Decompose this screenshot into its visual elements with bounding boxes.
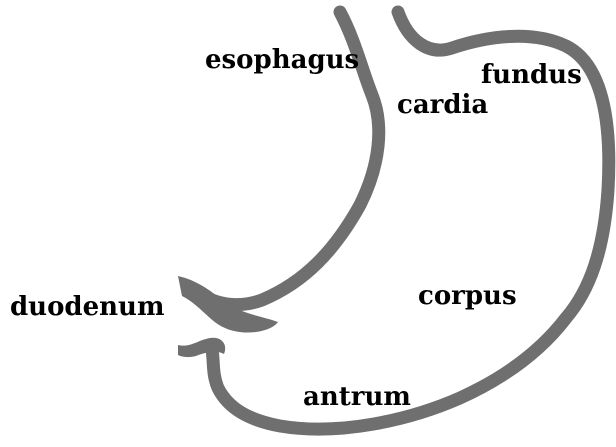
label-corpus: corpus (418, 281, 517, 311)
label-antrum: antrum (303, 382, 411, 412)
label-fundus: fundus (481, 60, 582, 90)
label-cardia: cardia (397, 90, 488, 120)
label-duodenum: duodenum (10, 292, 164, 322)
label-esophagus: esophagus (205, 45, 359, 75)
